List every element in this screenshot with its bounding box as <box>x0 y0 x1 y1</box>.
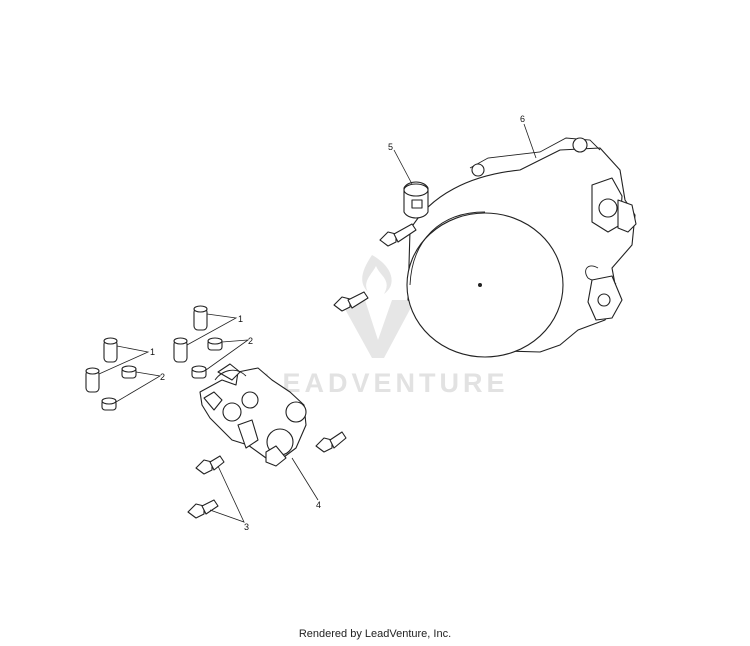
grommet-2-c[interactable] <box>121 365 137 379</box>
bolt-3-upper[interactable] <box>195 455 225 475</box>
callout-6: 6 <box>520 114 525 124</box>
callout-4: 4 <box>316 500 321 510</box>
leadventure-watermark: LEADVENTURE <box>262 255 509 398</box>
cover-housing-part[interactable] <box>406 137 637 358</box>
grommet-2-d[interactable] <box>101 397 117 411</box>
clamp-part[interactable] <box>403 181 429 219</box>
spacer-1-b[interactable] <box>173 337 188 363</box>
grommet-2-a[interactable] <box>207 337 223 351</box>
callout-3: 3 <box>244 522 249 532</box>
bolt-upper[interactable] <box>379 223 417 247</box>
grommet-2-b[interactable] <box>191 365 207 379</box>
bolt-3-lower[interactable] <box>187 499 219 519</box>
spacer-1-a[interactable] <box>193 305 208 331</box>
callout-2-lower: 2 <box>160 372 165 382</box>
bolt-lower[interactable] <box>333 291 369 312</box>
callout-5: 5 <box>388 142 393 152</box>
callout-1-upper: 1 <box>238 314 243 324</box>
spacer-1-c[interactable] <box>103 337 118 363</box>
valve-assembly-part[interactable] <box>199 363 307 467</box>
callout-1-lower: 1 <box>150 347 155 357</box>
callout-2-upper: 2 <box>248 336 253 346</box>
footer-credit: Rendered by LeadVenture, Inc. <box>298 628 452 640</box>
spacer-1-d[interactable] <box>85 367 100 393</box>
leader-lines <box>98 123 537 523</box>
valve-bolt[interactable] <box>315 431 347 453</box>
svg-text:LEADVENTURE: LEADVENTURE <box>262 368 509 398</box>
